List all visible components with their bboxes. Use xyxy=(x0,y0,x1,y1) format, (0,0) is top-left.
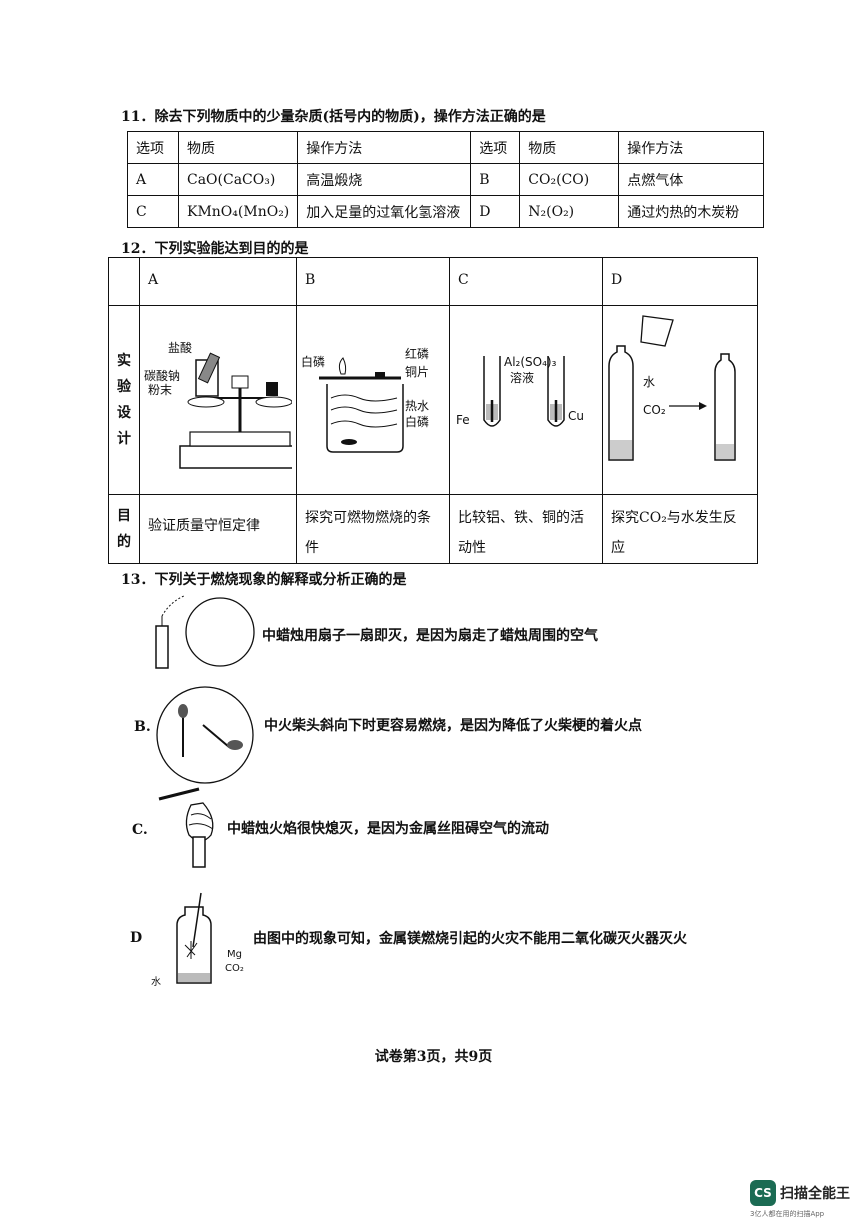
table-cell: 点燃气体 xyxy=(618,163,764,196)
row-label-design: 实验设计 xyxy=(108,305,140,495)
row-label-design-text: 实验设计 xyxy=(117,353,131,447)
table-cell: N₂(O₂) xyxy=(519,195,620,228)
balance-experiment-figure: 盐酸 碳酸钠 粉末 xyxy=(144,340,301,469)
scanner-watermark: CS 扫描全能王 3亿人都在用的扫描App xyxy=(750,1180,860,1224)
table-cell: C xyxy=(127,195,179,228)
table-cell: B xyxy=(470,163,521,196)
table-header-row: A B C D xyxy=(108,257,758,306)
figure-cell-a: 盐酸 碳酸钠 粉末 xyxy=(139,305,301,495)
purpose-c: 比较铝、铁、铜的活动性 xyxy=(449,494,603,564)
fig-label-white-phosphorus-2: 白磷 xyxy=(405,414,429,429)
q12-table: A B C D 实验设计 盐酸 碳酸钠 粉末 xyxy=(108,257,758,564)
design-row: 实验设计 盐酸 碳酸钠 粉末 xyxy=(108,305,758,495)
option-header-c: C xyxy=(449,257,603,306)
fig-label-co2-d: CO₂ xyxy=(225,963,244,974)
corner-cell xyxy=(108,257,140,306)
fig-label-fe: Fe xyxy=(456,413,470,427)
row-label-purpose-text: 目的 xyxy=(117,508,131,550)
figure-cell-c: Al₂(SO₄)₃ 溶液 Fe Cu xyxy=(449,305,603,495)
purpose-row: 目的 验证质量守恒定律 探究可燃物燃烧的条件 比较铝、铁、铜的活动性 探究CO₂… xyxy=(108,494,758,564)
table-header-row: 选项 物质 操作方法 选项 物质 操作方法 xyxy=(127,131,764,164)
page-footer: 试卷第3页，共9页 xyxy=(374,1049,493,1065)
q13-option-d-letter: D xyxy=(130,930,143,946)
q13-option-b-text: 中火柴头斜向下时更容易燃烧，是因为降低了火柴梗的着火点 xyxy=(264,718,642,734)
figure-cell-b: 白磷 红磷 铜片 热水 白磷 xyxy=(296,305,450,495)
fig-label-acid: 盐酸 xyxy=(168,340,192,355)
fig-label-copper-sheet: 铜片 xyxy=(405,364,429,379)
scanner-tagline: 3亿人都在用的扫描App xyxy=(750,1210,825,1218)
header-cell: 操作方法 xyxy=(297,131,472,164)
table-row: C KMnO₄(MnO₂) 加入足量的过氧化氢溶液 D N₂(O₂) 通过灼热的… xyxy=(127,195,764,228)
purpose-b: 探究可燃物燃烧的条件 xyxy=(296,494,450,564)
co2-water-figure: 水 CO₂ xyxy=(608,315,736,461)
table-cell: CO₂(CO) xyxy=(519,163,620,196)
fig-label-white-phosphorus: 白磷 xyxy=(301,354,325,369)
wire-coil-candle-figure xyxy=(158,787,214,868)
purpose-a: 验证质量守恒定律 xyxy=(139,494,297,564)
table-cell: CaO(CaCO₃) xyxy=(177,163,299,196)
table-cell: KMnO₄(MnO₂) xyxy=(177,195,299,228)
fig-label-solution-2: 溶液 xyxy=(510,370,534,385)
fig-label-powder-2: 粉末 xyxy=(148,383,172,397)
fig-label-water-d: 水 xyxy=(151,976,161,988)
fig-label-solution-1: Al₂(SO₄)₃ xyxy=(504,355,557,369)
q13-option-c-letter: C. xyxy=(132,822,148,838)
fig-label-powder-1: 碳酸钠 xyxy=(144,368,180,383)
q13-option-d-text: 由图中的现象可知，金属镁燃烧引起的火灾不能用二氧化碳灭火器灭火 xyxy=(253,931,687,947)
q12-title: 12．下列实验能达到目的的是 xyxy=(121,241,309,257)
combustion-experiment-figure: 白磷 红磷 铜片 热水 白磷 xyxy=(301,346,429,453)
table-cell: 加入足量的过氧化氢溶液 xyxy=(297,195,472,228)
option-header-d: D xyxy=(602,257,758,306)
match-figure xyxy=(156,686,254,784)
q13-option-b-letter: B. xyxy=(134,719,151,735)
table-cell: D xyxy=(470,195,521,228)
header-cell: 物质 xyxy=(519,131,620,164)
table-cell: A xyxy=(127,163,179,196)
header-cell: 选项 xyxy=(470,131,521,164)
scanner-name: 扫描全能王 xyxy=(780,1186,850,1202)
magnesium-co2-figure: Mg CO₂ 水 xyxy=(151,892,244,988)
header-cell: 物质 xyxy=(177,131,299,164)
q11-table: 选项 物质 操作方法 选项 物质 操作方法 A CaO(CaCO₃) 高温煅烧 … xyxy=(127,131,764,228)
row-label-purpose: 目的 xyxy=(108,494,140,564)
option-header-b: B xyxy=(296,257,450,306)
purpose-d: 探究CO₂与水发生反应 xyxy=(602,494,758,564)
header-cell: 选项 xyxy=(127,131,179,164)
table-row: A CaO(CaCO₃) 高温煅烧 B CO₂(CO) 点燃气体 xyxy=(127,163,764,196)
fan-candle-figure xyxy=(155,595,255,669)
fig-label-co2: CO₂ xyxy=(643,403,666,417)
table-cell: 高温煅烧 xyxy=(297,163,472,196)
q11-title: 11．除去下列物质中的少量杂质(括号内的物质)，操作方法正确的是 xyxy=(121,109,546,125)
table-cell: 通过灼热的木炭粉 xyxy=(618,195,764,228)
q13-title: 13．下列关于燃烧现象的解释或分析正确的是 xyxy=(121,572,407,588)
metal-activity-figure: Al₂(SO₄)₃ 溶液 Fe Cu xyxy=(456,355,584,427)
header-cell: 操作方法 xyxy=(618,131,764,164)
fig-label-red-phosphorus: 红磷 xyxy=(405,346,429,361)
option-header-a: A xyxy=(139,257,297,306)
fig-label-mg: Mg xyxy=(227,949,242,960)
fig-label-hot-water: 热水 xyxy=(405,399,429,413)
q13-option-c-text: 中蜡烛火焰很快熄灭，是因为金属丝阻碍空气的流动 xyxy=(227,821,549,837)
fig-label-cu: Cu xyxy=(568,409,584,423)
scanner-logo: CS xyxy=(750,1180,776,1206)
figure-cell-d: 水 CO₂ xyxy=(602,305,758,495)
fig-label-water: 水 xyxy=(643,375,655,389)
q13-option-a-text: 中蜡烛用扇子一扇即灭，是因为扇走了蜡烛周围的空气 xyxy=(262,628,598,644)
